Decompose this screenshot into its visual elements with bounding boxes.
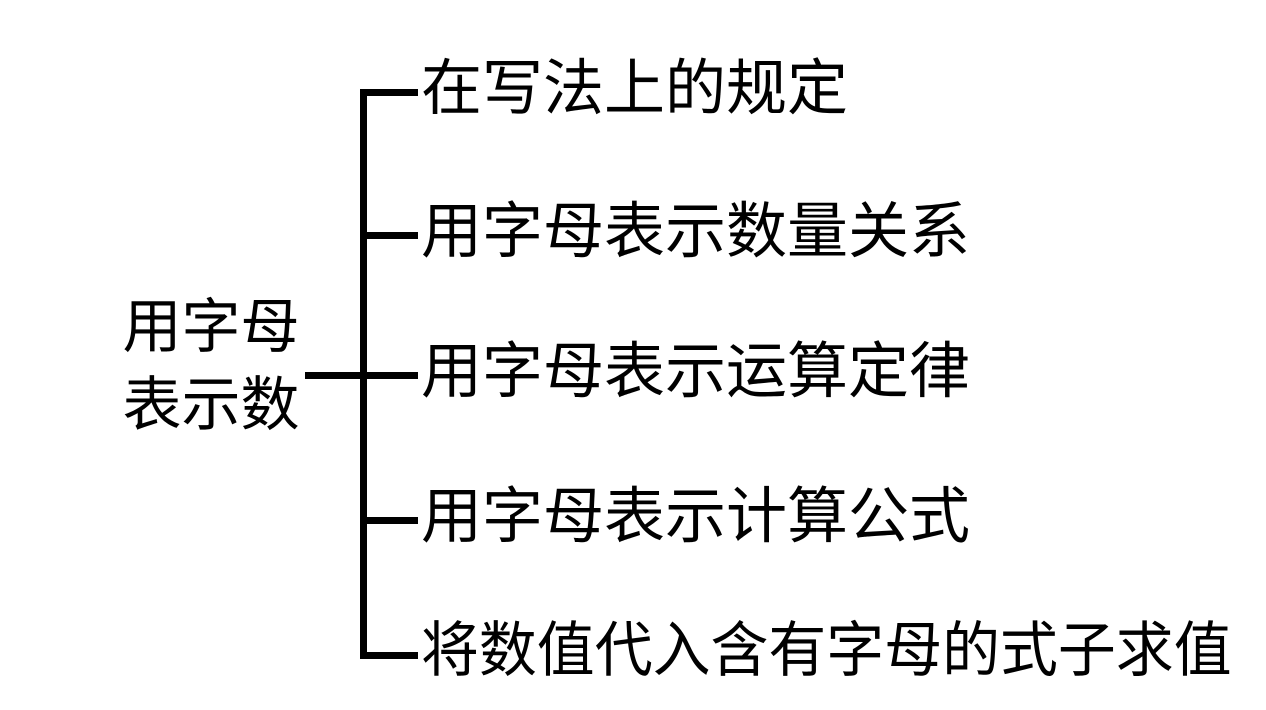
branch-node-quantity-relations: 用字母表示数量关系: [421, 196, 971, 267]
branch-node-operation-laws: 用字母表示运算定律: [421, 336, 971, 407]
root-node: 用字母 表示数: [116, 288, 306, 444]
root-node-line-1: 用字母: [122, 292, 300, 361]
branch-node-writing-rules: 在写法上的规定: [421, 53, 849, 124]
branch-node-substitute-and-evaluate: 将数值代入含有字母的式子求值: [421, 616, 1232, 686]
root-node-line-2: 表示数: [122, 370, 300, 439]
branch-node-calculation-formulas: 用字母表示计算公式: [421, 481, 971, 552]
